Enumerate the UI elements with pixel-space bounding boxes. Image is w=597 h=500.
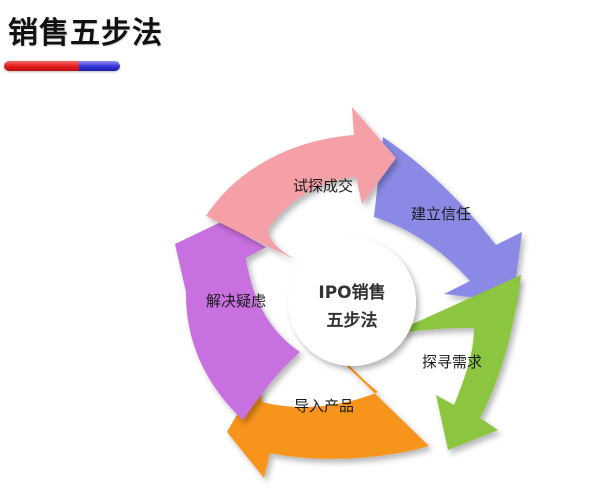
arrow-shape xyxy=(227,342,429,478)
step-label: 建立信任 xyxy=(411,205,471,223)
underline-blue-segment xyxy=(79,61,120,71)
step-arrow-import-product: 导入产品 xyxy=(227,342,429,478)
arrow-shape xyxy=(175,222,300,420)
cycle-center: IPO销售 五步法 xyxy=(288,238,416,366)
arrow-shape xyxy=(374,137,522,302)
step-label: 解决疑虑 xyxy=(206,292,266,310)
center-label-line2: 五步法 xyxy=(327,310,378,331)
underline-red-segment xyxy=(4,61,80,71)
center-circle xyxy=(288,238,416,366)
arrow-shape xyxy=(206,107,396,260)
step-label: 探寻需求 xyxy=(422,353,482,371)
arrow-shape xyxy=(386,275,521,450)
step-arrow-build-trust: 建立信任 xyxy=(374,137,522,302)
step-label: 试探成交 xyxy=(293,177,353,195)
step-label: 导入产品 xyxy=(294,397,354,415)
title-underline-bar xyxy=(4,61,120,71)
page-title: 销售五步法 xyxy=(8,16,163,51)
step-arrow-resolve-doubts: 解决疑虑 xyxy=(175,222,300,420)
step-arrow-try-close: 试探成交 xyxy=(206,107,396,260)
step-arrow-explore-needs: 探寻需求 xyxy=(386,275,521,450)
center-label-line1: IPO销售 xyxy=(318,282,385,303)
